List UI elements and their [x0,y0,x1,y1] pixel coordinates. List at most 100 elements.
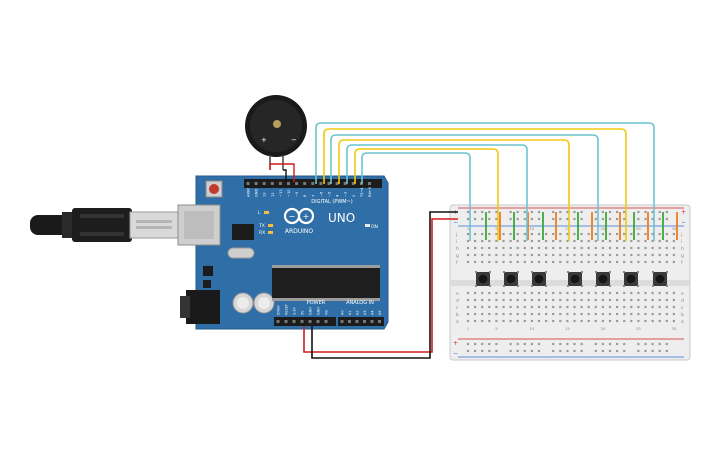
rail-hole[interactable] [665,210,668,214]
rail-hole[interactable] [509,349,512,353]
breadboard-hole[interactable] [509,312,512,316]
breadboard-hole[interactable] [530,246,533,250]
breadboard-hole[interactable] [637,253,640,257]
breadboard-hole[interactable] [616,298,619,302]
analog-pin-hole[interactable] [370,320,374,323]
breadboard-hole[interactable] [665,253,668,257]
breadboard-hole[interactable] [566,298,569,302]
rail-hole[interactable] [530,349,533,353]
breadboard-hole[interactable] [502,291,505,295]
breadboard-hole[interactable] [488,319,491,323]
breadboard-hole[interactable] [481,291,484,295]
push-button[interactable] [475,271,491,287]
breadboard-hole[interactable] [516,260,519,264]
breadboard-hole[interactable] [573,246,576,250]
breadboard-hole[interactable] [658,239,661,243]
breadboard-hole[interactable] [580,253,583,257]
rail-hole[interactable] [474,342,477,346]
breadboard-hole[interactable] [545,291,548,295]
breadboard-hole[interactable] [594,298,597,302]
breadboard-hole[interactable] [474,305,477,309]
breadboard-hole[interactable] [509,239,512,243]
breadboard-hole[interactable] [552,305,555,309]
breadboard-hole[interactable] [474,319,477,323]
push-button[interactable] [595,271,611,287]
analog-pin-hole[interactable] [363,320,366,323]
breadboard-hole[interactable] [630,232,633,236]
header-pin-hole[interactable] [311,182,315,185]
rail-hole[interactable] [516,217,519,221]
breadboard-hole[interactable] [658,260,661,264]
breadboard-hole[interactable] [630,319,633,323]
breadboard-hole[interactable] [630,246,633,250]
breadboard-hole[interactable] [516,319,519,323]
rail-hole[interactable] [665,349,668,353]
breadboard-hole[interactable] [651,305,654,309]
rail-hole[interactable] [516,342,519,346]
breadboard-hole[interactable] [516,232,519,236]
breadboard-hole[interactable] [481,260,484,264]
breadboard-hole[interactable] [466,291,470,295]
breadboard-hole[interactable] [559,305,562,309]
breadboard-hole[interactable] [580,312,583,316]
breadboard-hole[interactable] [488,239,491,243]
breadboard-hole[interactable] [594,305,597,309]
breadboard-hole[interactable] [608,305,612,309]
breadboard-hole[interactable] [488,246,491,250]
breadboard-hole[interactable] [552,239,555,243]
rail-hole[interactable] [559,217,562,221]
breadboard-hole[interactable] [672,291,675,295]
breadboard-hole[interactable] [537,305,541,309]
power-pin-hole[interactable] [292,320,296,323]
breadboard-hole[interactable] [623,319,626,323]
header-pin-hole[interactable] [368,182,371,185]
breadboard-hole[interactable] [488,232,491,236]
rail-hole[interactable] [608,210,612,214]
breadboard-hole[interactable] [594,291,597,295]
breadboard-hole[interactable] [488,253,491,257]
breadboard-hole[interactable] [644,246,647,250]
breadboard-hole[interactable] [630,298,633,302]
rail-hole[interactable] [552,210,555,214]
breadboard-hole[interactable] [665,319,668,323]
header-pin-hole[interactable] [335,182,339,185]
push-button-cap[interactable] [655,274,665,284]
breadboard-hole[interactable] [502,312,505,316]
push-button-cap[interactable] [570,274,580,284]
rail-hole[interactable] [608,349,612,353]
breadboard-hole[interactable] [644,291,647,295]
breadboard-hole[interactable] [509,246,512,250]
rail-hole[interactable] [495,210,498,214]
breadboard-hole[interactable] [587,232,590,236]
breadboard-hole[interactable] [587,260,590,264]
rail-hole[interactable] [481,210,484,214]
breadboard-hole[interactable] [523,319,526,323]
rail-hole[interactable] [495,342,498,346]
breadboard-hole[interactable] [580,239,583,243]
breadboard-hole[interactable] [658,291,661,295]
header-pin-hole[interactable] [262,182,266,185]
breadboard-hole[interactable] [495,260,498,264]
rail-hole[interactable] [530,217,533,221]
breadboard-hole[interactable] [523,260,526,264]
breadboard-hole[interactable] [552,291,555,295]
rail-hole[interactable] [665,217,668,221]
breadboard-hole[interactable] [474,312,477,316]
rail-hole[interactable] [637,342,640,346]
rail-hole[interactable] [601,210,604,214]
breadboard-hole[interactable] [474,246,477,250]
rail-hole[interactable] [566,217,569,221]
breadboard-hole[interactable] [665,232,668,236]
breadboard-hole[interactable] [672,246,675,250]
breadboard-hole[interactable] [644,298,647,302]
breadboard-hole[interactable] [495,232,498,236]
breadboard-hole[interactable] [566,232,569,236]
breadboard-hole[interactable] [644,253,647,257]
breadboard-hole[interactable] [516,298,519,302]
breadboard-hole[interactable] [523,312,526,316]
breadboard-hole[interactable] [594,260,597,264]
breadboard-hole[interactable] [509,319,512,323]
header-pin-hole[interactable] [303,182,307,185]
breadboard-hole[interactable] [573,291,576,295]
header-pin-hole[interactable] [270,182,274,185]
